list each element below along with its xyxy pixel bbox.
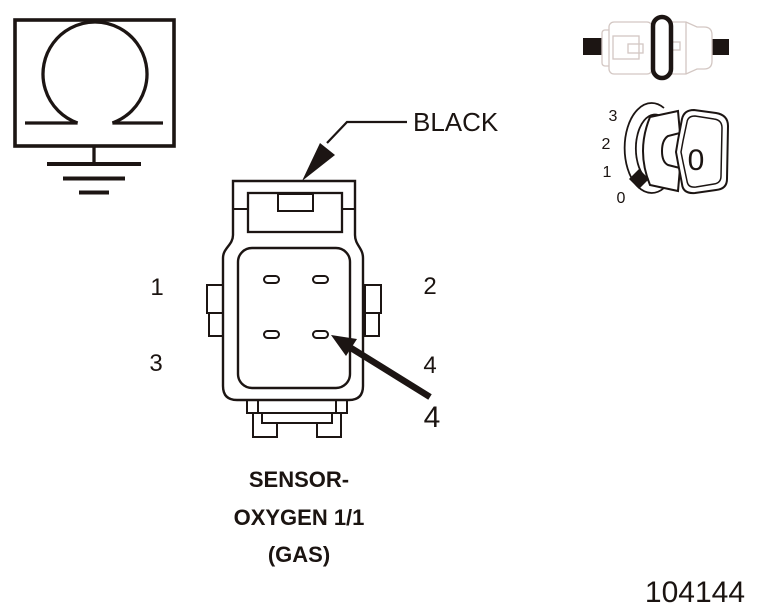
pin-label-1: 1 bbox=[150, 274, 163, 301]
dial-scale-0: 0 bbox=[617, 190, 626, 207]
black-wire-callout: BLACK bbox=[302, 107, 499, 181]
dial-scale-2: 2 bbox=[602, 136, 611, 153]
dial-scale-1: 1 bbox=[603, 164, 612, 181]
plug-body bbox=[608, 21, 653, 75]
wing-left-upper bbox=[206, 284, 224, 314]
figure-caption: SENSOR- OXYGEN 1/1 (GAS) bbox=[234, 467, 365, 567]
plug-terminal bbox=[612, 35, 640, 60]
figure-number: 104144 bbox=[645, 576, 745, 609]
dial-key-face bbox=[674, 108, 730, 195]
latch-notch bbox=[277, 193, 314, 212]
pin4-arrowhead-icon bbox=[331, 335, 357, 356]
foot-bridge bbox=[259, 412, 333, 424]
dial-scale-3: 3 bbox=[609, 108, 618, 125]
pin4-callout-label: 4 bbox=[424, 401, 441, 434]
foot-right-post bbox=[335, 399, 348, 414]
connector-side-view-icon bbox=[583, 14, 729, 81]
foot-left-hook bbox=[252, 412, 278, 438]
wire-stub-right bbox=[711, 39, 729, 55]
connector-inner-face bbox=[236, 246, 352, 390]
caption-line-3: (GAS) bbox=[268, 542, 330, 567]
foot-right-hook bbox=[316, 412, 342, 438]
ground-icon bbox=[47, 162, 141, 195]
caption-line-2: OXYGEN 1/1 bbox=[234, 505, 365, 530]
black-leader-line bbox=[326, 120, 407, 144]
dial-face-label: 0 bbox=[688, 144, 705, 177]
wire-color-label: BLACK bbox=[413, 107, 499, 137]
connector-keying-dial-icon: 0 3 2 1 0 bbox=[602, 102, 730, 207]
wing-right-lower bbox=[364, 312, 380, 337]
pin-slot-1 bbox=[263, 275, 280, 284]
pin-label-2: 2 bbox=[423, 273, 436, 300]
index-marker-diamond-icon bbox=[629, 169, 649, 189]
pin4-arrow-shaft bbox=[349, 345, 432, 400]
pin-4-callout: 4 bbox=[331, 335, 440, 434]
oxygen-sensor-ground-symbol-icon bbox=[13, 18, 176, 195]
connector-face-diagram: 1 2 3 4 bbox=[149, 179, 437, 438]
wing-left-lower bbox=[208, 312, 224, 337]
pin-label-3: 3 bbox=[149, 350, 162, 377]
socket-body bbox=[669, 21, 713, 75]
symbol-box bbox=[13, 18, 176, 148]
dial-ring-outer bbox=[623, 102, 665, 194]
dial-keyway-block bbox=[641, 109, 682, 193]
caption-line-1: SENSOR- bbox=[249, 467, 349, 492]
pin-label-4: 4 bbox=[423, 352, 436, 379]
foot-left-post bbox=[246, 399, 259, 414]
plug-terminal-tab bbox=[627, 43, 644, 54]
black-arrowhead-icon bbox=[302, 143, 335, 181]
pin-slot-4 bbox=[312, 330, 329, 339]
wire-stub-left bbox=[583, 38, 603, 55]
seal-capsule-icon bbox=[650, 14, 674, 81]
dial-key-face-inner bbox=[680, 115, 723, 188]
pin-slot-2 bbox=[312, 275, 329, 284]
wing-right-upper bbox=[364, 284, 382, 314]
omega-element-icon bbox=[41, 20, 149, 125]
pin-slot-3 bbox=[263, 330, 280, 339]
